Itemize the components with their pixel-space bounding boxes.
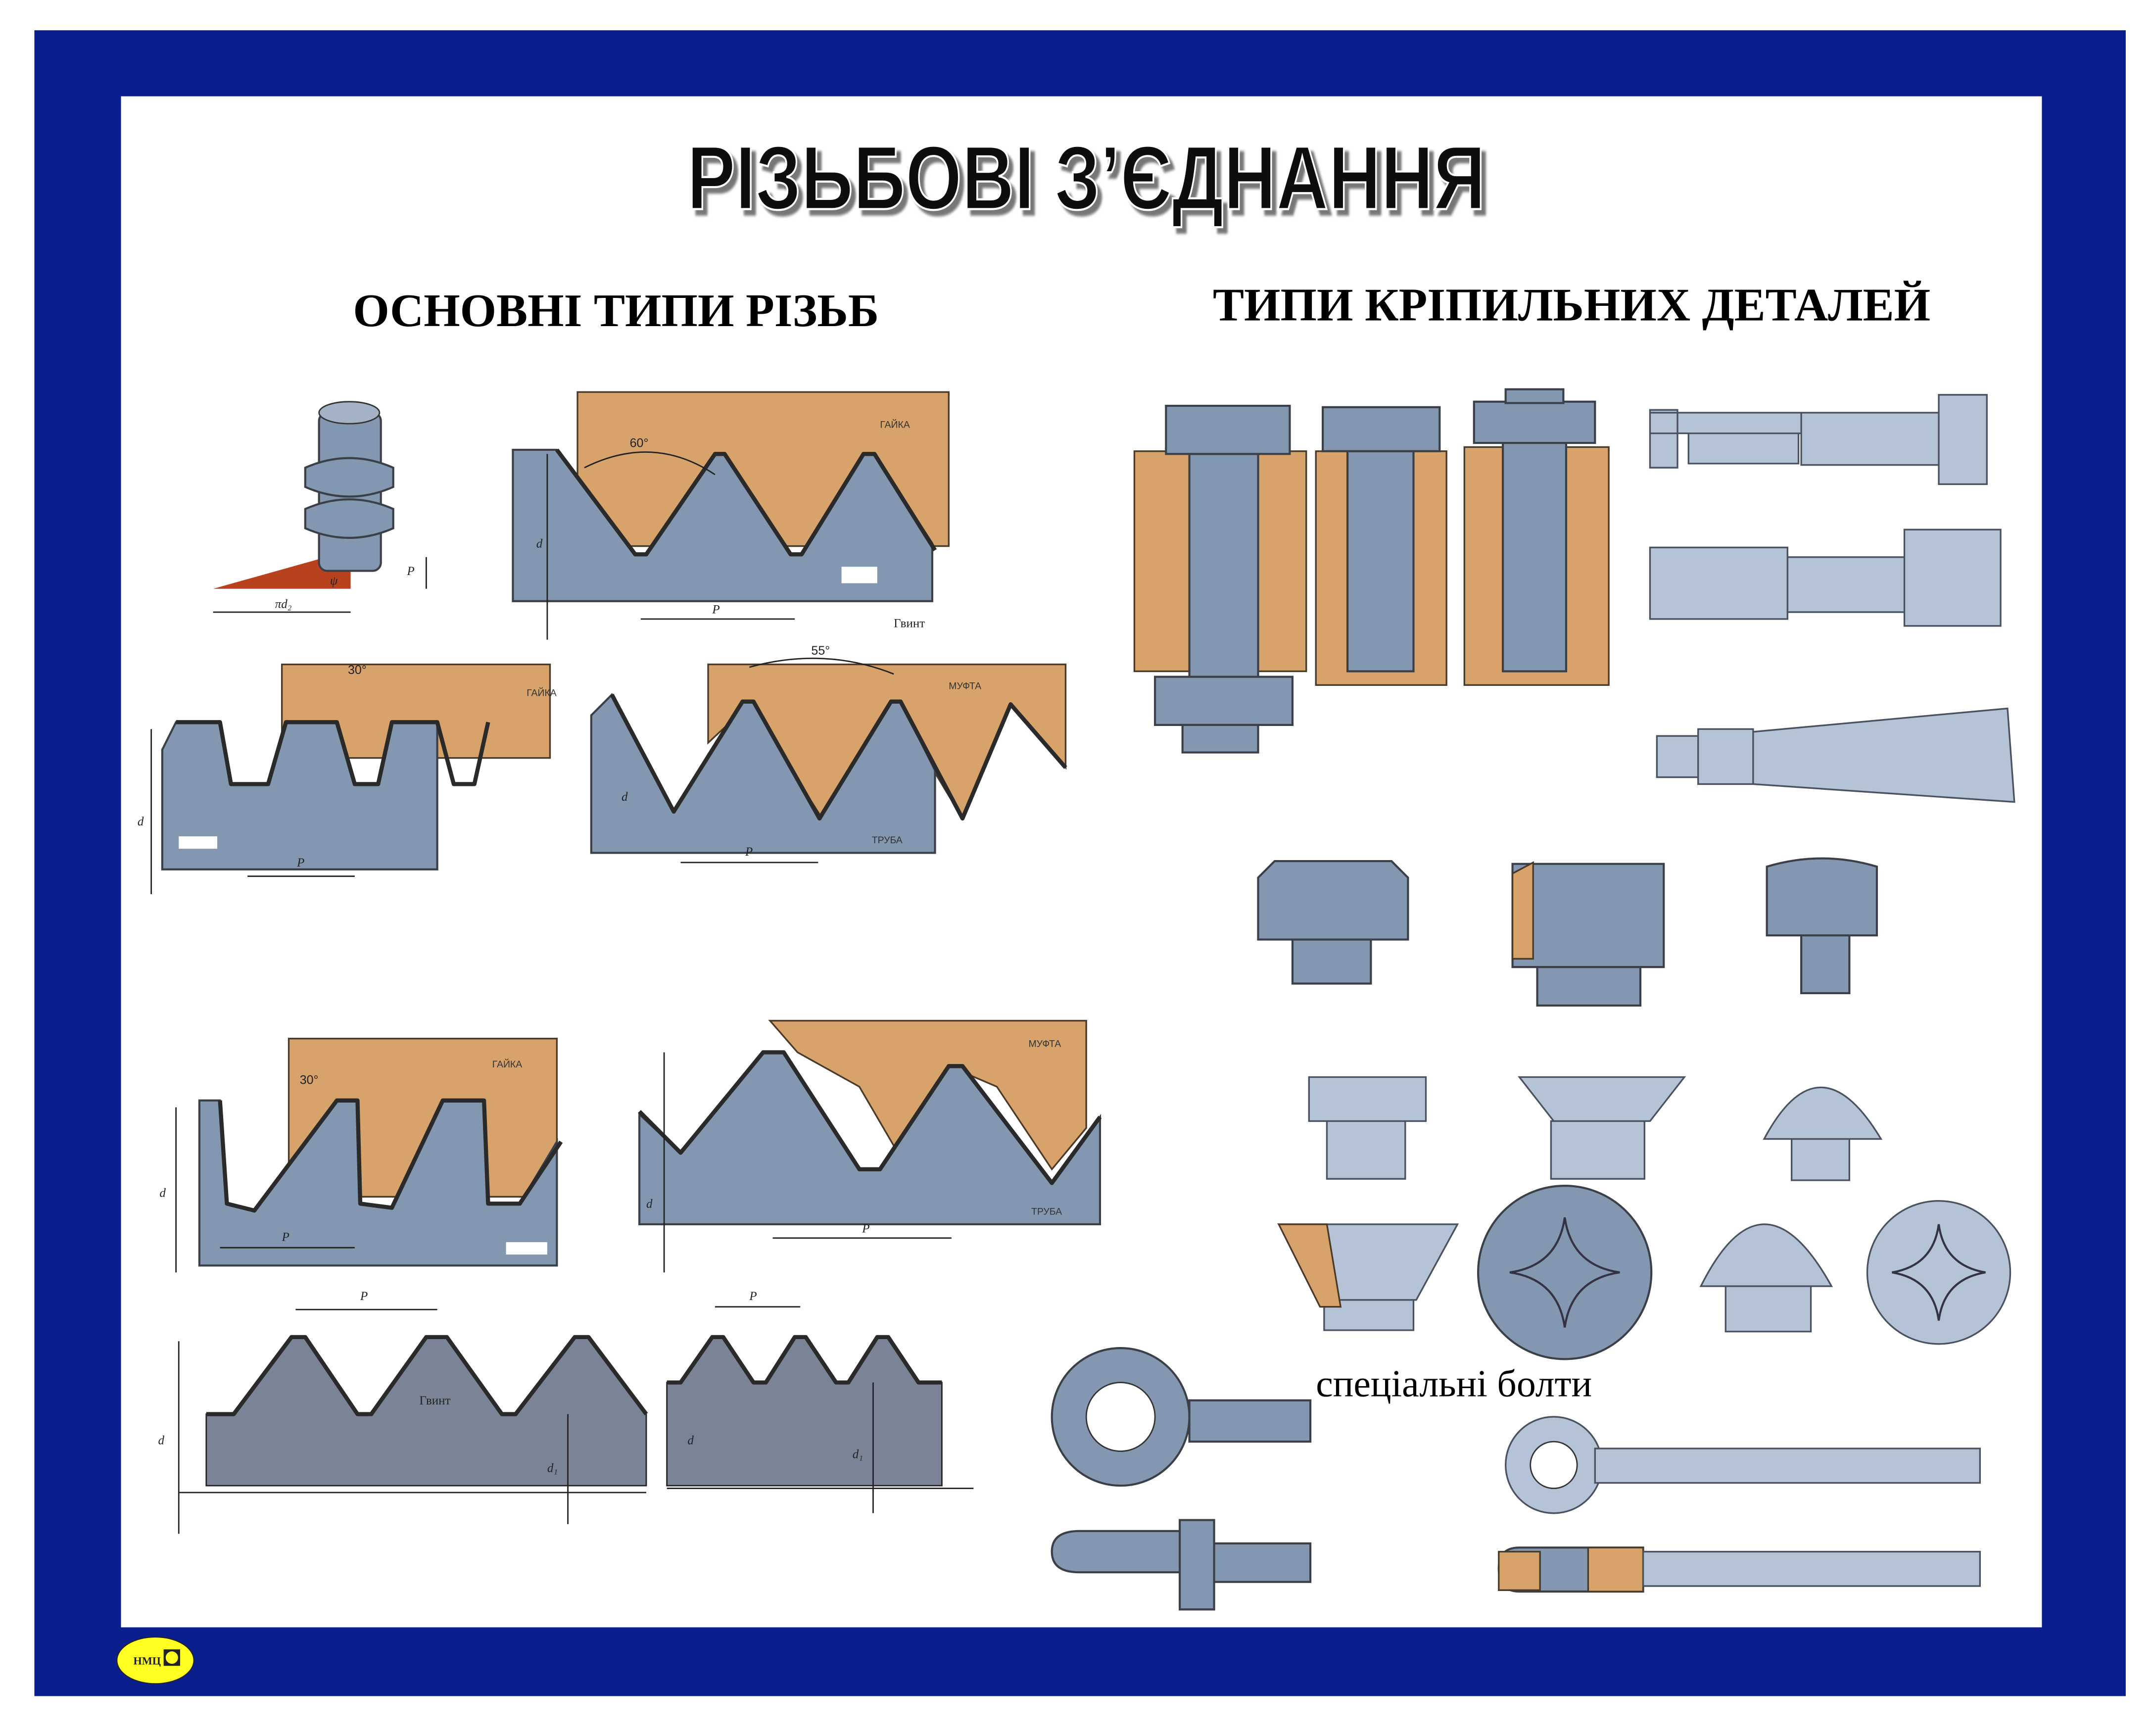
trapezoid-angle-label: 30° [348, 663, 367, 677]
metric-angle-label: 60° [630, 436, 649, 450]
buttress-angle-label: 30° [300, 1073, 319, 1087]
pipe-pitch-label: P [745, 845, 753, 859]
coarse-diameter-label: d [158, 1434, 165, 1447]
pipe-coupling-label: МУФТА [949, 681, 981, 692]
buttress-nut-label: ГАЙКА [492, 1058, 522, 1070]
metric-screw-label: Гвинт [894, 617, 925, 630]
logo-text: НМЦ [134, 1654, 161, 1667]
trapezoid-pitch-label: P [296, 856, 304, 869]
screw-heads [1257, 857, 1883, 1181]
metric-pitch-label: P [712, 603, 719, 617]
right-heading: ТИПИ КРІПИЛЬНИХ ДЕТАЛЕЙ [1213, 280, 1930, 331]
fine-pitch-label: P [749, 1290, 757, 1303]
poster-title: РІЗЬБОВІ З’ЄДНАННЯ [687, 128, 1485, 229]
round-coupling-label: МУФТА [1028, 1038, 1061, 1049]
helix-pitch-label: P [406, 565, 414, 578]
special-bolts [1051, 1347, 1981, 1611]
pipe-pipe-label: ТРУБА [872, 835, 903, 846]
fine-inner-label: d₁ [853, 1447, 863, 1461]
helix-pi-d2-label: πd₂ [275, 598, 292, 611]
helix-diagram: πd₂ P ψ [213, 401, 427, 613]
fine-trapezoid-thread-diagram: P d₁ d [666, 1290, 974, 1513]
buttress-pitch-label: P [282, 1230, 289, 1244]
pipe-diameter-label: d [622, 790, 628, 804]
coarse-pitch-label: P [360, 1290, 368, 1303]
round-thread-diagram: МУФТА ТРУБА d P [638, 1019, 1102, 1273]
special-bolts-caption: спеціальні болти [1316, 1362, 1592, 1404]
countersunk-and-phillips-heads [1277, 1185, 2012, 1360]
round-diameter-label: d [646, 1198, 653, 1211]
helix-angle-label: ψ [330, 574, 338, 587]
trapezoid-thread-diagram: 30° ГАЙКА d P [138, 663, 557, 894]
bolt-nut-assembly [1133, 404, 1307, 754]
round-pipe-label: ТРУБА [1031, 1206, 1062, 1217]
pipe-angle-label: 55° [811, 644, 830, 658]
stud-assembly [1463, 388, 1610, 686]
metric-thread-diagram: 60° ГАЙКА d P Гвинт [512, 391, 950, 640]
nmc-logo: НМЦ [116, 1636, 194, 1685]
coarse-inner-label: d₁ [547, 1461, 558, 1475]
metric-diameter-label: d [536, 537, 543, 550]
coarse-trapezoid-thread-diagram: P d d₁ Гвинт [158, 1290, 648, 1534]
pipe-thread-diagram: 55° МУФТА ТРУБА d P [590, 644, 1067, 864]
screw-assembly [1315, 406, 1447, 686]
coarse-screw-label: Гвинт [420, 1394, 451, 1407]
buttress-diameter-label: d [159, 1186, 166, 1200]
metric-nut-label: ГАЙКА [880, 418, 910, 430]
buttress-thread-diagram: 30° ГАЙКА d P [159, 1038, 563, 1273]
left-heading: ОСНОВНІ ТИПИ РІЗЬБ [353, 285, 879, 337]
stud-bolts [1649, 394, 2015, 803]
trapezoid-diameter-label: d [138, 815, 144, 828]
fine-diameter-label: d [687, 1434, 694, 1447]
trapezoid-nut-label: ГАЙКА [527, 687, 556, 699]
round-pitch-label: P [862, 1222, 869, 1236]
